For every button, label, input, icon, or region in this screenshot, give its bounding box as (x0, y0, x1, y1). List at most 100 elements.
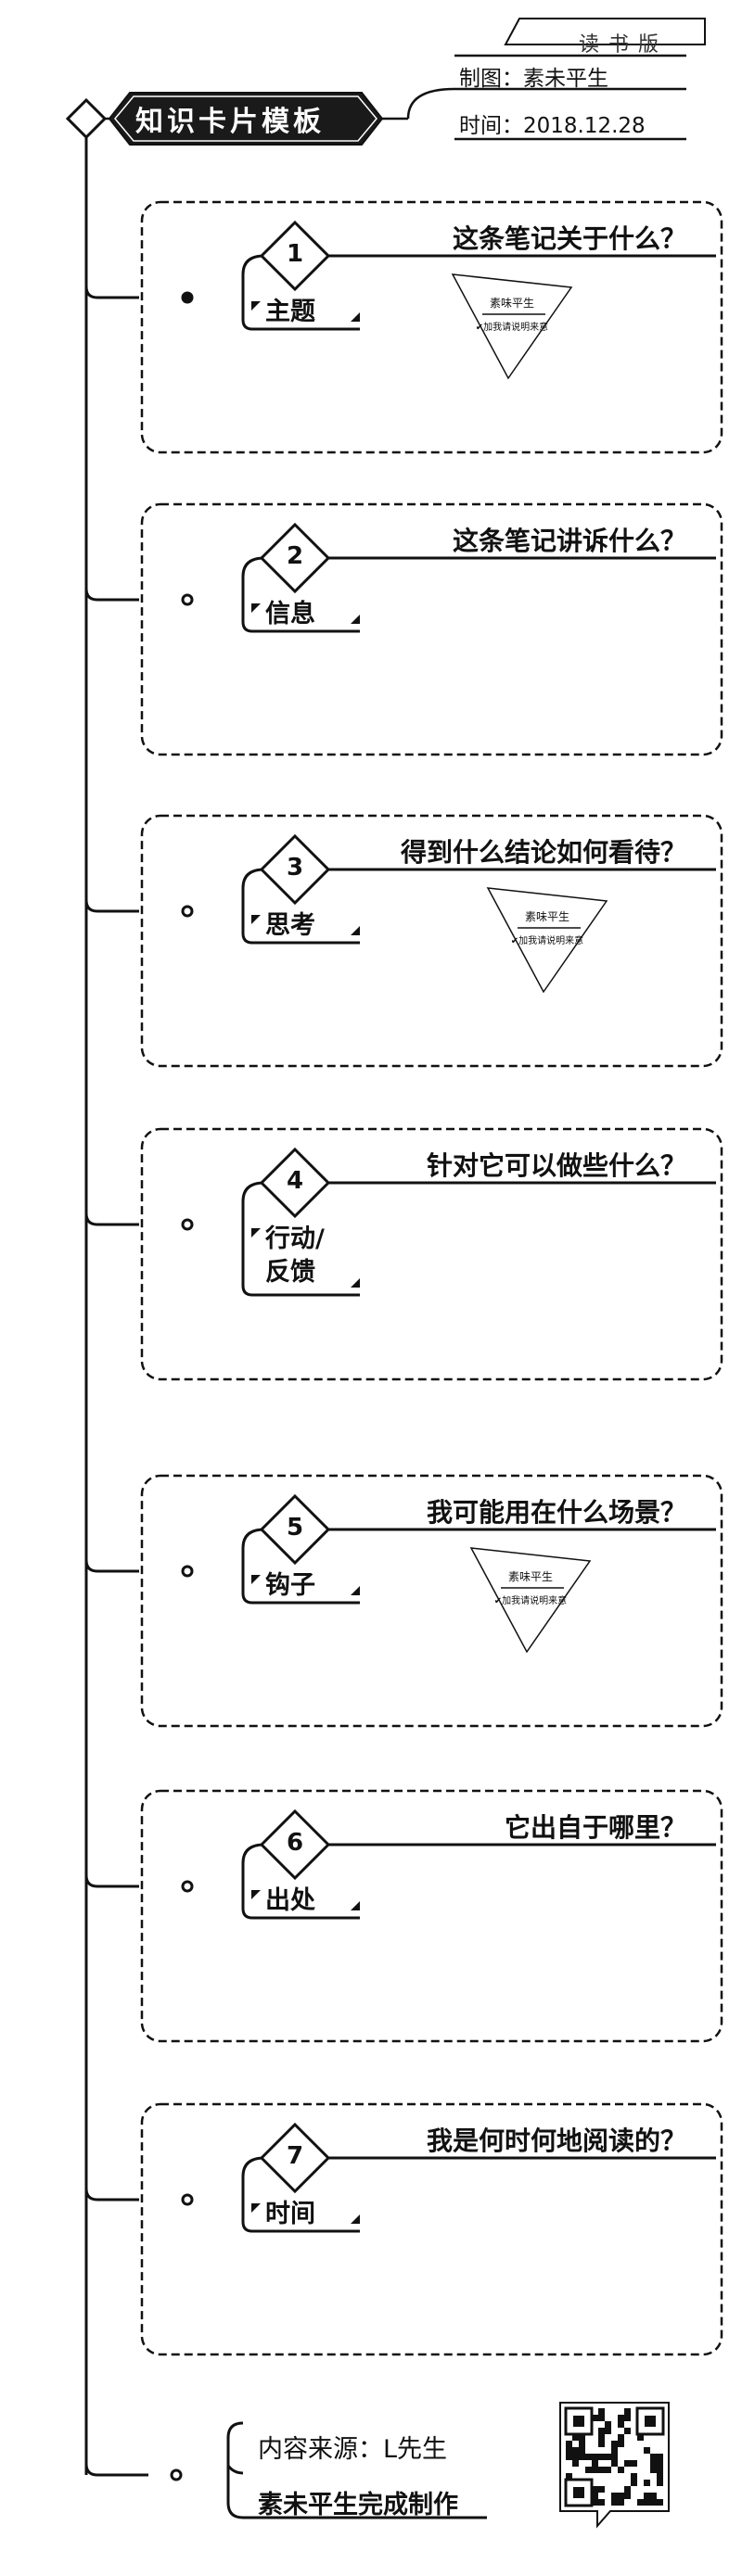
branch-line-5 (84, 1559, 139, 1573)
bullet-dot-3 (181, 905, 194, 918)
qr-module (644, 2480, 650, 2486)
stamp-name-5: 素味平生 (507, 1570, 553, 1583)
stamp-sub-3: ✔加我请说明来意 (510, 936, 584, 946)
bullet-dot-7 (181, 2193, 194, 2206)
qr-module (624, 2486, 631, 2493)
qr-module (572, 2434, 579, 2441)
label-bracket-1 (241, 254, 360, 331)
card-question-5: 我可能用在什么场景？ (426, 1497, 686, 1528)
qr-module (579, 2441, 585, 2447)
qr-module (657, 2473, 663, 2480)
label-tick-right-4 (351, 1278, 360, 1288)
page-title: 知识卡片模板 (135, 106, 325, 138)
stamp-triangle-5 (469, 1547, 592, 1654)
label-tick-left-5 (251, 1575, 261, 1584)
qr-module (637, 2434, 644, 2441)
card-label-1: 主题 (265, 298, 315, 326)
qr-module (644, 2499, 650, 2506)
card-frame-1 (140, 200, 723, 454)
version-tab (504, 18, 706, 45)
branch-line-1 (84, 286, 139, 299)
number-diamond-1 (259, 220, 331, 292)
label-tick-left-1 (251, 301, 261, 311)
qr-module (592, 2467, 598, 2473)
qr-module (598, 2415, 605, 2421)
qr-finder-center (645, 2416, 656, 2427)
label-bracket-2 (241, 556, 360, 633)
number-diamond-7 (259, 2122, 331, 2194)
label-tick-left-2 (251, 603, 261, 613)
spine-diamond (65, 97, 108, 140)
bullet-dot-4 (181, 1218, 194, 1231)
qr-module (657, 2480, 663, 2486)
number-diamond-2 (259, 522, 331, 594)
card-frame-6 (140, 1789, 723, 2043)
qr-module (618, 2467, 624, 2473)
qr-module (572, 2454, 579, 2460)
stamp-sub-5: ✔加我请说明来意 (493, 1596, 568, 1606)
label-tick-right-6 (351, 1901, 360, 1910)
qr-module (566, 2473, 572, 2480)
card-label-3: 思考 (265, 911, 315, 940)
label-tick-right-2 (351, 615, 360, 624)
qr-module (618, 2421, 624, 2428)
number-diamond-3 (259, 833, 331, 906)
qr-module (592, 2415, 598, 2421)
qr-module (650, 2460, 657, 2467)
qr-module (650, 2493, 657, 2499)
qr-module (566, 2447, 572, 2454)
qr-module (592, 2460, 598, 2467)
label-tick-right-1 (351, 312, 360, 322)
qr-module (624, 2493, 631, 2499)
branch-line-3 (84, 899, 139, 913)
label-bracket-5 (241, 1528, 360, 1605)
number-diamond-5 (259, 1493, 331, 1566)
footer-bracket (226, 2421, 487, 2519)
card-label-7: 时间 (265, 2200, 315, 2228)
qr-module (592, 2454, 598, 2460)
qr-module (598, 2434, 605, 2441)
qr-module (592, 2486, 598, 2493)
qr-module (605, 2428, 611, 2434)
number-diamond-4 (259, 1147, 331, 1219)
stamp-triangle-3 (486, 887, 608, 994)
card-question-2: 这条笔记讲诉什么？ (452, 526, 686, 556)
qr-module (572, 2460, 579, 2467)
qr-module (598, 2428, 605, 2434)
label-tick-left-6 (251, 1890, 261, 1899)
label-tick-left-3 (251, 915, 261, 924)
qr-module (611, 2499, 618, 2506)
qr-module (598, 2408, 605, 2415)
qr-module (605, 2454, 611, 2460)
version-label: 读书版 (579, 33, 669, 57)
card-number-6: 6 (286, 1829, 304, 1857)
card-number-2: 2 (286, 542, 304, 570)
qr-code-icon (559, 2402, 670, 2529)
qr-finder (564, 2406, 594, 2436)
card-frame-7 (140, 2102, 723, 2356)
qr-module (598, 2454, 605, 2460)
qr-module (611, 2493, 618, 2499)
card-label-2: 信息 (265, 600, 315, 628)
qr-module (644, 2493, 650, 2499)
stamp-name-1: 素味平生 (489, 297, 534, 310)
date-stamp: 时间：2018.12.28 (459, 114, 646, 138)
label-bracket-3 (241, 868, 360, 945)
title-banner-inner (114, 95, 377, 142)
qr-module (637, 2499, 644, 2506)
qr-module (585, 2467, 592, 2473)
bullet-dot-6 (181, 1880, 194, 1893)
label-bracket-7 (241, 2156, 360, 2233)
label-tick-left-7 (251, 2203, 261, 2213)
qr-module (611, 2460, 618, 2467)
source-text: 内容来源：L先生 (258, 2435, 448, 2464)
qr-module (618, 2499, 624, 2506)
qr-module (657, 2460, 663, 2467)
qr-module (566, 2454, 572, 2460)
qr-module (611, 2454, 618, 2460)
qr-module (650, 2499, 657, 2506)
card-question-6: 它出自于哪里？ (504, 1812, 686, 1843)
card-question-1: 这条笔记关于什么？ (452, 223, 686, 254)
qr-finder (635, 2406, 665, 2436)
card-frame-5 (140, 1474, 723, 1728)
